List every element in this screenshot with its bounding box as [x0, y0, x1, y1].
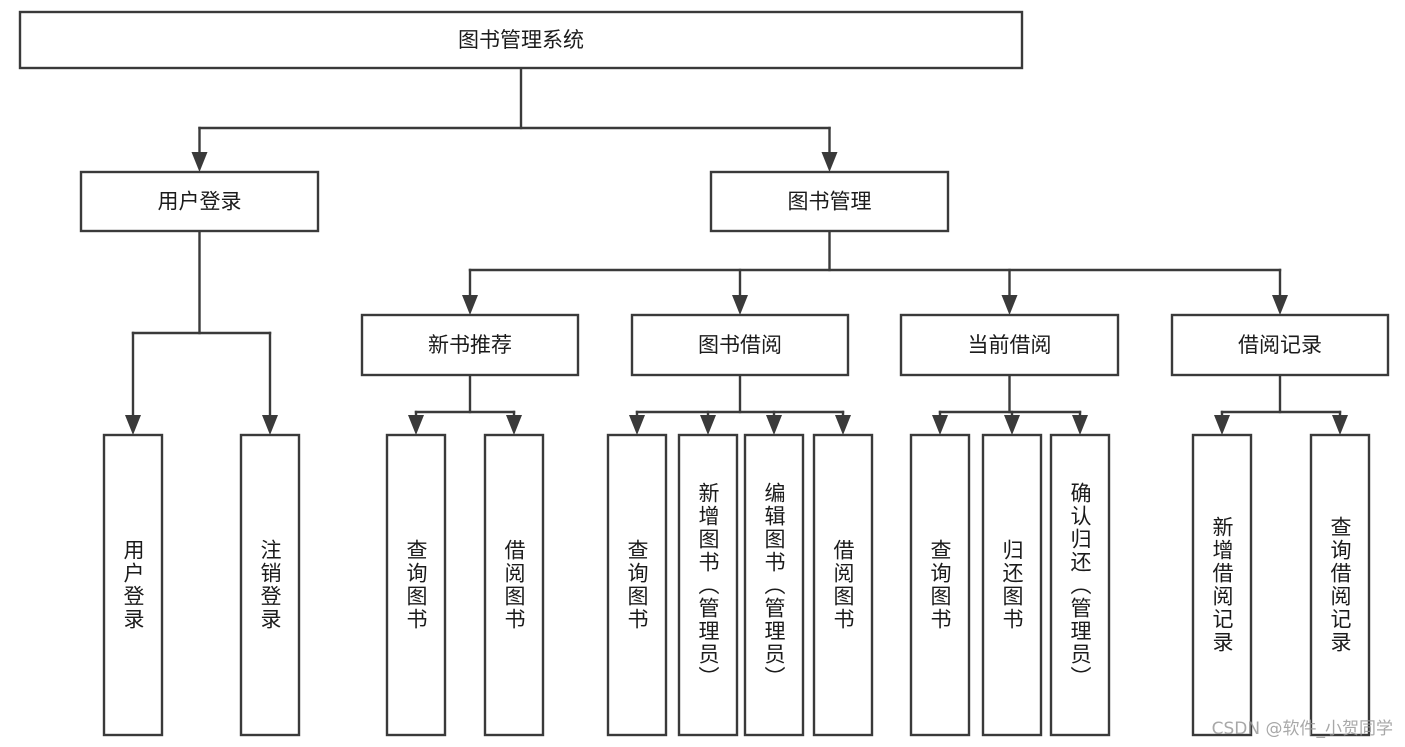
node-leaf-2[interactable] — [385, 433, 447, 737]
arrow-head-leaf-1-2 — [766, 415, 782, 435]
arrow-head-level3-2 — [1001, 295, 1018, 315]
arrow-head-leaf-3-1 — [1332, 415, 1348, 435]
node-leaf-11[interactable] — [1191, 433, 1253, 737]
node-leaf-5[interactable] — [677, 433, 739, 737]
node-boxes — [18, 10, 1390, 737]
node-leaf-8[interactable] — [909, 433, 971, 737]
node-level3-3-label: 借阅记录 — [1238, 333, 1322, 357]
arrow-head-userlogin-leaf-1 — [262, 415, 278, 435]
node-level2-0-label: 用户登录 — [158, 190, 242, 214]
node-level3-0[interactable] — [360, 313, 580, 377]
node-leaf-9[interactable] — [981, 433, 1043, 737]
node-leaf-0[interactable] — [102, 433, 164, 737]
node-leaf-7[interactable] — [812, 433, 874, 737]
node-level2-0[interactable] — [79, 170, 320, 233]
arrow-head-leaf-3-0 — [1214, 415, 1230, 435]
arrow-head-leaf-2-0 — [932, 415, 948, 435]
node-level2-1-label: 图书管理 — [788, 190, 872, 214]
arrow-head-level2-1 — [821, 152, 838, 172]
arrow-head-leaf-1-3 — [835, 415, 851, 435]
node-root-book-management-system[interactable] — [18, 10, 1024, 70]
arrow-head-level3-3 — [1272, 295, 1288, 315]
arrow-head-leaf-2-1 — [1004, 415, 1020, 435]
arrow-head-leaf-2-2 — [1072, 415, 1088, 435]
arrow-head-leaf-0-0 — [408, 415, 424, 435]
node-level3-2[interactable] — [899, 313, 1120, 377]
node-leaf-1[interactable] — [239, 433, 301, 737]
node-leaf-6[interactable] — [743, 433, 805, 737]
arrow-head-leaf-0-1 — [506, 415, 522, 435]
node-level3-2-label: 当前借阅 — [968, 333, 1052, 357]
arrow-head-level3-1 — [732, 295, 748, 315]
node-leaf-4[interactable] — [606, 433, 668, 737]
node-level3-1[interactable] — [630, 313, 850, 377]
arrow-head-level3-0 — [462, 295, 478, 315]
node-level2-1[interactable] — [709, 170, 950, 233]
node-level3-0-label: 新书推荐 — [428, 333, 512, 357]
node-level3-3[interactable] — [1170, 313, 1390, 377]
node-leaf-3[interactable] — [483, 433, 545, 737]
arrow-head-userlogin-leaf-0 — [125, 415, 141, 435]
node-leaf-10[interactable] — [1049, 433, 1111, 737]
arrow-head-level2-0 — [191, 152, 208, 172]
node-level3-1-label: 图书借阅 — [698, 333, 782, 357]
node-leaf-12[interactable] — [1309, 433, 1371, 737]
arrow-head-leaf-1-0 — [629, 415, 645, 435]
arrow-head-leaf-1-1 — [700, 415, 716, 435]
connector-lines — [125, 66, 1348, 435]
node-root-book-management-system-label: 图书管理系统 — [458, 28, 584, 52]
